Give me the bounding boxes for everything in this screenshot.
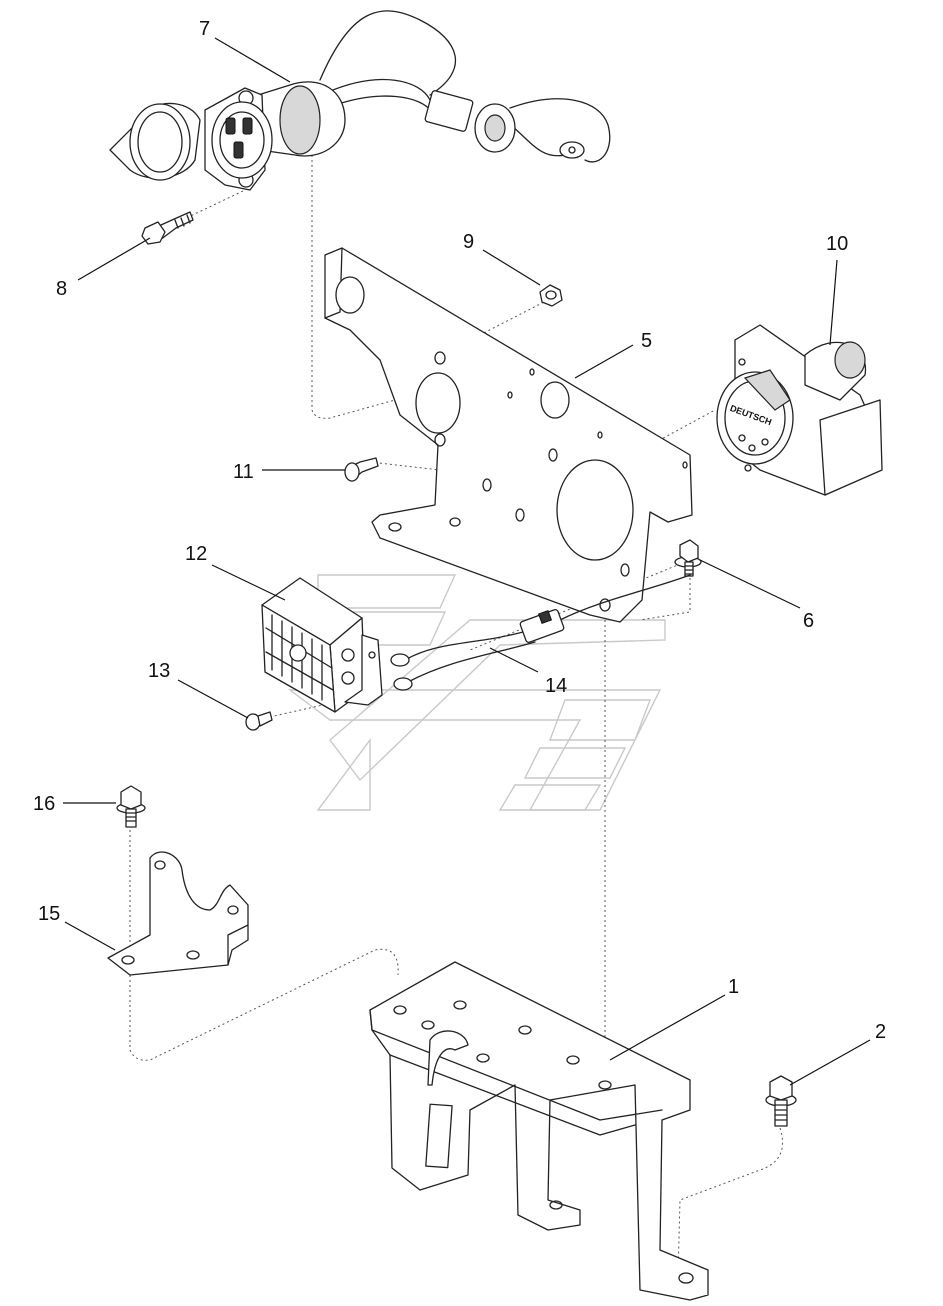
bolt-part-8: [141, 211, 194, 245]
screw-part-11: [344, 457, 379, 482]
callout-2: 2: [875, 1021, 886, 1043]
callout-13: 13: [148, 660, 170, 682]
callout-7: 7: [199, 18, 210, 40]
main-bracket-part-1: [369, 961, 709, 1301]
callout-8: 8: [56, 278, 67, 300]
callout-5: 5: [641, 330, 652, 352]
callout-10: 10: [826, 233, 848, 255]
callout-numbers: 7 8 9 5 10 11 6 12 13 14 16 15 1 2: [33, 18, 886, 1043]
callout-15: 15: [38, 903, 60, 925]
callout-16: 16: [33, 793, 55, 815]
callout-9: 9: [463, 231, 474, 253]
mounting-plate-part-5: [324, 247, 693, 623]
callout-11: 11: [233, 461, 254, 483]
callout-6: 6: [803, 610, 814, 632]
flange-bolt-part-16: [116, 785, 146, 828]
small-bracket-part-15: [107, 851, 249, 976]
nut-part-9: [539, 284, 563, 307]
backup-alarm-part-12: [261, 577, 383, 713]
flange-bolt-part-2: [765, 1075, 797, 1127]
wire-harness-part-14: [390, 574, 691, 691]
callout-1: 1: [728, 976, 739, 998]
trailer-socket-harness: [109, 10, 611, 191]
connector-housing-part-10: DEUTSCH: [716, 324, 883, 496]
watermark-logo: [287, 574, 666, 811]
callout-12: 12: [185, 543, 207, 565]
screw-part-13: [245, 711, 273, 731]
flange-bolt-part-6: [674, 539, 702, 577]
callout-leader-lines: [63, 37, 871, 1086]
callout-14: 14: [545, 675, 567, 697]
